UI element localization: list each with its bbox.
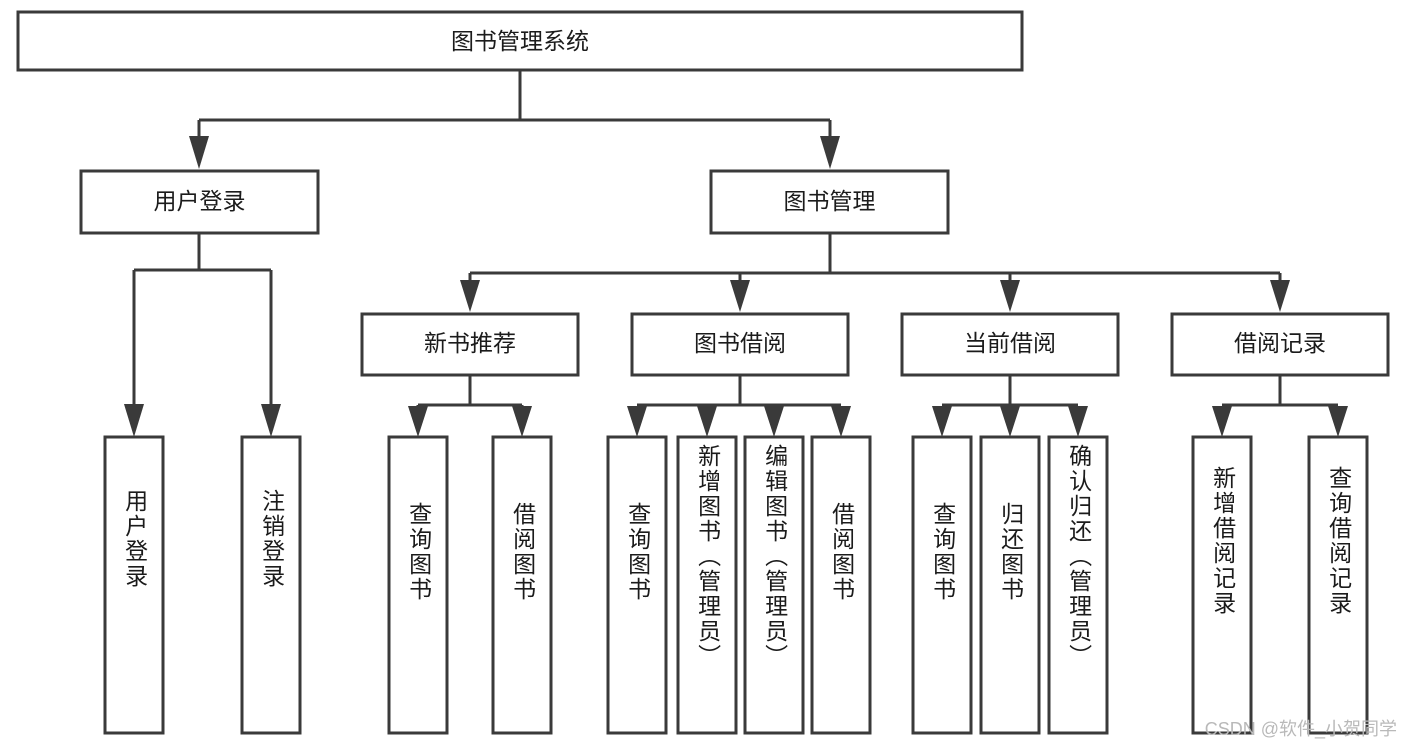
arrow-head-icon: [764, 406, 784, 437]
node-book-management-box[interactable]: [709, 169, 950, 235]
leaf-box-book-borrow-1[interactable]: [676, 435, 738, 735]
connector-group-borrow-record: [1212, 375, 1348, 437]
leaf-box-book-borrow-2[interactable]: [743, 435, 805, 735]
arrow-head-icon: [627, 406, 647, 437]
node-borrow-record-box[interactable]: [1170, 312, 1390, 377]
node-user-login-label: 用户登录: [154, 188, 246, 214]
leaf-box-current-borrow-0[interactable]: [911, 435, 973, 735]
arrow-head-icon: [1000, 406, 1020, 437]
arrow-head-icon: [820, 136, 840, 169]
arrow-head-icon: [1212, 406, 1232, 437]
connector-group-user-login: [124, 233, 281, 437]
arrow-head-icon: [408, 406, 428, 437]
node-root-label: 图书管理系统: [451, 28, 589, 54]
leaf-box-new-book-0[interactable]: [387, 435, 449, 735]
connector-group-new-book: [408, 375, 532, 437]
connector-group-current-borrow: [932, 375, 1088, 437]
leaf-box-user-login-0[interactable]: [103, 435, 165, 735]
connector-group-book-management: [460, 233, 1290, 312]
node-book-borrow-label: 图书借阅: [694, 330, 786, 356]
node-current-borrow-label: 当前借阅: [964, 330, 1056, 356]
node-borrow-record-label: 借阅记录: [1234, 330, 1326, 356]
arrow-head-icon: [1270, 280, 1290, 312]
connector-group-book-borrow: [627, 375, 851, 437]
leaf-box-current-borrow-2[interactable]: [1047, 435, 1109, 735]
leaf-box-current-borrow-1[interactable]: [979, 435, 1041, 735]
leaf-box-borrow-record-1[interactable]: [1307, 435, 1369, 735]
arrow-head-icon: [831, 406, 851, 437]
node-root-box[interactable]: [16, 10, 1024, 72]
leaf-box-book-borrow-0[interactable]: [606, 435, 668, 735]
connector-group-root: [189, 70, 840, 169]
leaf-box-borrow-record-0[interactable]: [1191, 435, 1253, 735]
arrow-head-icon: [1328, 406, 1348, 437]
node-root[interactable]: 图书管理系统: [16, 10, 1024, 72]
arrow-head-icon: [932, 406, 952, 437]
leaf-boxes: [103, 435, 1369, 735]
arrow-head-icon: [730, 280, 750, 312]
node-book-management-label: 图书管理: [784, 188, 876, 214]
node-user-login[interactable]: 用户登录: [79, 169, 320, 235]
arrow-head-icon: [261, 404, 281, 437]
node-book-borrow[interactable]: 图书借阅: [630, 312, 850, 377]
node-new-book-recommend[interactable]: 新书推荐: [360, 312, 580, 377]
leaf-box-book-borrow-3[interactable]: [810, 435, 872, 735]
arrow-head-icon: [512, 406, 532, 437]
node-new-book-recommend-box[interactable]: [360, 312, 580, 377]
node-current-borrow[interactable]: 当前借阅: [900, 312, 1120, 377]
arrow-head-icon: [1068, 406, 1088, 437]
arrow-head-icon: [124, 404, 144, 437]
arrow-head-icon: [189, 136, 209, 169]
node-book-borrow-box[interactable]: [630, 312, 850, 377]
node-new-book-recommend-label: 新书推荐: [424, 330, 516, 356]
leaf-box-new-book-1[interactable]: [491, 435, 553, 735]
arrow-head-icon: [1000, 280, 1020, 312]
node-borrow-record[interactable]: 借阅记录: [1170, 312, 1390, 377]
node-current-borrow-box[interactable]: [900, 312, 1120, 377]
node-user-login-box[interactable]: [79, 169, 320, 235]
arrow-head-icon: [460, 280, 480, 312]
arrow-head-icon: [697, 406, 717, 437]
node-book-management[interactable]: 图书管理: [709, 169, 950, 235]
leaf-box-user-login-1[interactable]: [240, 435, 302, 735]
